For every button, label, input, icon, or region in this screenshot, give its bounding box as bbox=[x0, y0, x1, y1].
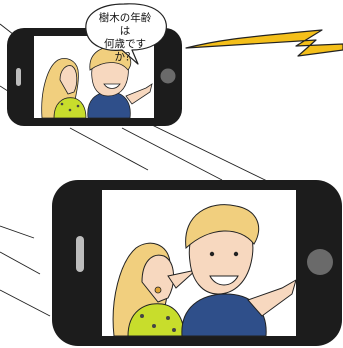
motion-lines bbox=[0, 23, 299, 317]
man-figure-top bbox=[87, 46, 153, 119]
smartphone-top bbox=[7, 28, 182, 126]
lightning-bolt-icon bbox=[185, 29, 343, 57]
speech-bubble-text: 樹木の年齢は 何歳ですか？ bbox=[98, 12, 152, 63]
man-figure-bottom bbox=[181, 204, 297, 337]
woman-figure-bottom bbox=[112, 242, 198, 337]
smartphone-bottom bbox=[52, 180, 342, 346]
woman-figure-top bbox=[41, 58, 87, 119]
speech-bubble bbox=[85, 3, 167, 65]
